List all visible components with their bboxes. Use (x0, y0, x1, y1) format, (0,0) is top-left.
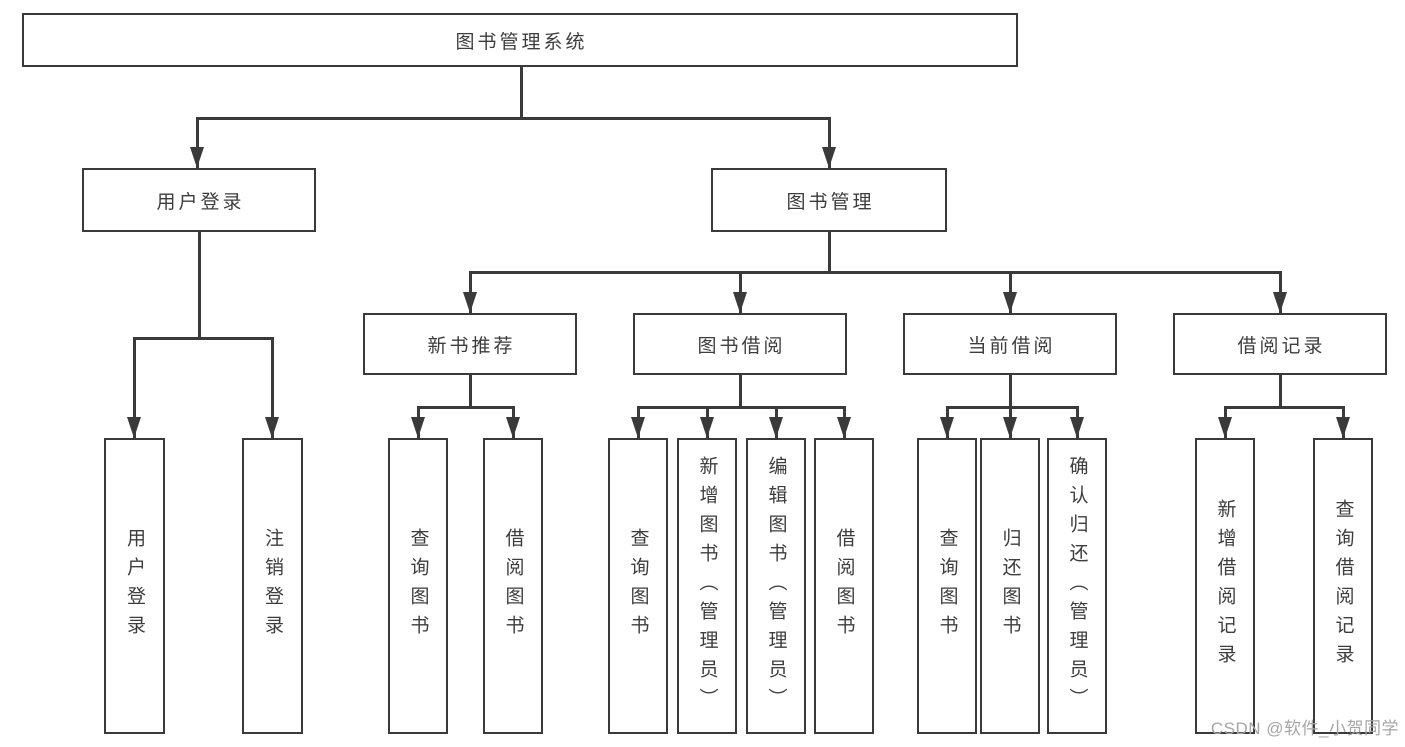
arrow-down-icon (1335, 417, 1350, 438)
arrow-down-icon (264, 417, 279, 438)
connector-line (470, 271, 1281, 274)
arrow-down-icon (630, 417, 645, 438)
node-current-borrow: 当前借阅 (903, 313, 1117, 375)
leaf-query-books-recommend: 查询图书 (388, 438, 448, 734)
node-new-book-recommend: 新书推荐 (363, 313, 577, 375)
leaf-query-borrow-record: 查询借阅记录 (1313, 438, 1373, 734)
arrow-down-icon (821, 147, 836, 168)
leaf-query-books-borrow-label: 查询图书 (627, 528, 649, 644)
connector-line (828, 232, 831, 272)
connector-line (133, 337, 136, 438)
arrow-down-icon (462, 292, 477, 313)
leaf-query-books-recommend-label: 查询图书 (407, 528, 429, 644)
leaf-user-login: 用户登录 (104, 438, 165, 734)
node-user-login: 用户登录 (82, 168, 316, 232)
arrow-down-icon (699, 417, 714, 438)
arrow-down-icon (126, 417, 141, 438)
leaf-query-borrow-record-label: 查询借阅记录 (1332, 499, 1354, 673)
leaf-edit-book-admin-label: 编辑图书（管理员） (765, 455, 787, 717)
leaf-borrow-books-recommend-label: 借阅图书 (502, 528, 524, 644)
connector-line (197, 117, 830, 120)
node-library-system: 图书管理系统 (22, 13, 1018, 67)
leaf-logout: 注销登录 (242, 438, 303, 734)
arrow-down-icon (1272, 292, 1287, 313)
connector-line (271, 337, 274, 438)
leaf-return-books-label: 归还图书 (999, 528, 1021, 644)
connector-line (739, 375, 742, 407)
connector-line (134, 337, 273, 340)
connector-line (196, 117, 199, 168)
leaf-add-borrow-record-label: 新增借阅记录 (1214, 499, 1236, 673)
arrow-down-icon (1069, 417, 1084, 438)
arrow-down-icon (939, 417, 954, 438)
leaf-query-books-borrow: 查询图书 (608, 438, 668, 734)
connector-line (1279, 375, 1282, 407)
arrow-down-icon (1217, 417, 1232, 438)
watermark: CSDN @软件_小贺同学 (1210, 719, 1399, 738)
arrow-down-icon (410, 417, 425, 438)
leaf-confirm-return-admin: 确认归还（管理员） (1047, 438, 1107, 734)
leaf-query-books-current-label: 查询图书 (936, 528, 958, 644)
leaf-confirm-return-admin-label: 确认归还（管理员） (1066, 455, 1088, 717)
connector-line (828, 117, 831, 168)
leaf-query-books-current: 查询图书 (917, 438, 977, 734)
leaf-add-borrow-record: 新增借阅记录 (1195, 438, 1255, 734)
arrow-down-icon (768, 417, 783, 438)
connector-line (947, 406, 1078, 409)
connector-line (1009, 375, 1012, 407)
leaf-return-books: 归还图书 (980, 438, 1040, 734)
node-book-borrow: 图书借阅 (633, 313, 847, 375)
leaf-borrow-books-borrow-label: 借阅图书 (833, 528, 855, 644)
arrow-down-icon (732, 292, 747, 313)
leaf-edit-book-admin: 编辑图书（管理员） (746, 438, 806, 734)
connector-line (638, 406, 845, 409)
connector-line (1225, 406, 1344, 409)
arrow-down-icon (505, 417, 520, 438)
leaf-add-book-admin-label: 新增图书（管理员） (696, 455, 718, 717)
connector-line (469, 375, 472, 407)
connector-line (520, 67, 523, 118)
arrow-down-icon (189, 147, 204, 168)
leaf-logout-label: 注销登录 (262, 528, 283, 644)
leaf-borrow-books-recommend: 借阅图书 (483, 438, 543, 734)
connector-line (198, 232, 201, 338)
node-borrow-records: 借阅记录 (1173, 313, 1387, 375)
connector-line (418, 406, 514, 409)
node-book-management: 图书管理 (711, 168, 947, 232)
arrow-down-icon (1002, 292, 1017, 313)
leaf-user-login-label: 用户登录 (124, 528, 145, 644)
arrow-down-icon (1002, 417, 1017, 438)
leaf-borrow-books-borrow: 借阅图书 (814, 438, 874, 734)
arrow-down-icon (836, 417, 851, 438)
leaf-add-book-admin: 新增图书（管理员） (677, 438, 737, 734)
